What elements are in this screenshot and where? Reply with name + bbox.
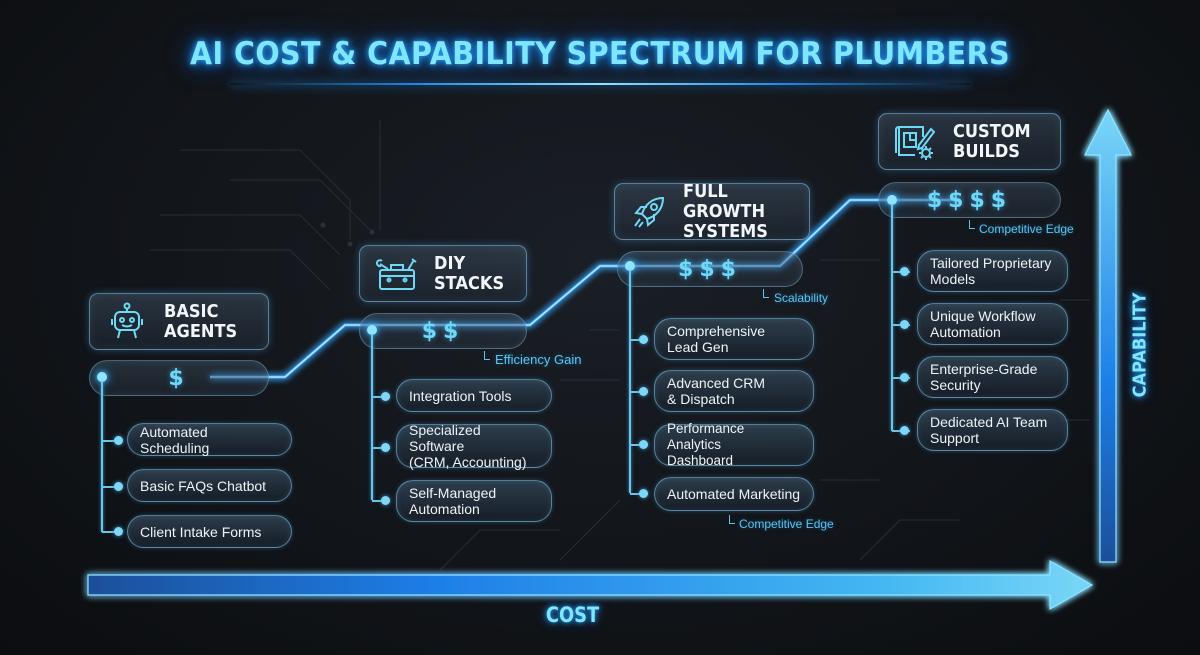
cost-axis-arrow xyxy=(87,559,1094,611)
branch xyxy=(102,531,120,533)
branch-dot xyxy=(381,496,390,505)
branch-dot xyxy=(900,267,909,276)
feature-item: Specialized Software (CRM, Accounting) xyxy=(396,422,552,470)
tier-title: CUSTOM BUILDS xyxy=(953,120,1031,162)
branch-dot xyxy=(114,436,123,445)
page-title: AI COST & CAPABILITY SPECTRUM FOR PLUMBE… xyxy=(189,36,1011,72)
tier-benefit: Efficiency Gain xyxy=(495,352,582,367)
feature-item: Client Intake Forms xyxy=(127,515,292,548)
robot-icon xyxy=(104,302,150,342)
benefit-hook xyxy=(763,289,769,298)
branch-dot xyxy=(381,443,390,452)
title-underline xyxy=(230,83,970,85)
tier-node xyxy=(367,325,377,335)
feature-item: Automated Marketing xyxy=(654,477,814,511)
tier-stem xyxy=(371,335,373,500)
feature-item: Self-Managed Automation xyxy=(396,480,552,522)
feature-item: Unique Workflow Automation xyxy=(917,303,1068,345)
tier-footer-benefit: Competitive Edge xyxy=(739,517,834,531)
tier-benefit: Scalability xyxy=(774,291,829,305)
branch-dot xyxy=(381,392,390,401)
branch xyxy=(102,440,120,442)
toolbox-icon xyxy=(374,254,420,294)
tier-node xyxy=(625,261,635,271)
tier-custom-builds-price: $$$$ xyxy=(878,182,1061,218)
tier-custom-builds-header: CUSTOM BUILDS xyxy=(878,113,1061,170)
tier-full-growth-header: FULL GROWTH SYSTEMS xyxy=(614,180,810,242)
feature-item: Automated Scheduling xyxy=(127,423,292,456)
feature-item: Basic FAQs Chatbot xyxy=(127,469,292,502)
tier-benefit: Competitive Edge xyxy=(979,222,1074,236)
branch-dot xyxy=(900,426,909,435)
y-axis-label: CAPABILITY xyxy=(1129,292,1151,398)
benefit-hook xyxy=(729,515,735,524)
rocket-icon xyxy=(629,192,669,232)
tier-title: FULL GROWTH SYSTEMS xyxy=(682,180,768,242)
x-axis-label: COST xyxy=(545,603,600,627)
feature-item: Advanced CRM & Dispatch xyxy=(654,370,814,412)
tier-title: DIY STACKS xyxy=(434,252,505,294)
tier-full-growth-price: $$$ xyxy=(617,251,803,287)
branch-dot xyxy=(639,489,648,498)
feature-item: Comprehensive Lead Gen xyxy=(654,318,814,360)
tier-node xyxy=(97,372,107,382)
tier-diy-stacks-price: $$ xyxy=(359,313,527,349)
tier-title: BASIC AGENTS xyxy=(164,300,238,342)
tier-node xyxy=(887,195,897,205)
feature-item: Integration Tools xyxy=(396,379,552,412)
blueprint-gear-icon xyxy=(893,122,939,162)
tier-basic-agents-price: $ xyxy=(89,360,269,396)
branch-dot xyxy=(900,320,909,329)
branch-dot xyxy=(639,440,648,449)
feature-item: Performance Analytics Dashboard xyxy=(654,421,814,468)
feature-item: Tailored Proprietary Models xyxy=(917,250,1068,292)
branch-dot xyxy=(114,527,123,536)
branch-dot xyxy=(900,373,909,382)
benefit-hook xyxy=(484,351,490,360)
capability-axis-arrow xyxy=(1084,108,1132,563)
tier-stem xyxy=(629,271,631,493)
benefit-hook xyxy=(969,220,975,229)
feature-item: Enterprise-Grade Security xyxy=(917,356,1068,398)
branch-dot xyxy=(114,482,123,491)
tier-basic-agents-header: BASIC AGENTS xyxy=(89,293,269,350)
tier-stem xyxy=(101,382,103,532)
feature-item: Dedicated AI Team Support xyxy=(917,409,1068,451)
branch-dot xyxy=(639,335,648,344)
tier-diy-stacks-header: DIY STACKS xyxy=(359,245,527,302)
branch xyxy=(102,486,120,488)
branch-dot xyxy=(639,387,648,396)
tier-stem xyxy=(891,205,893,431)
